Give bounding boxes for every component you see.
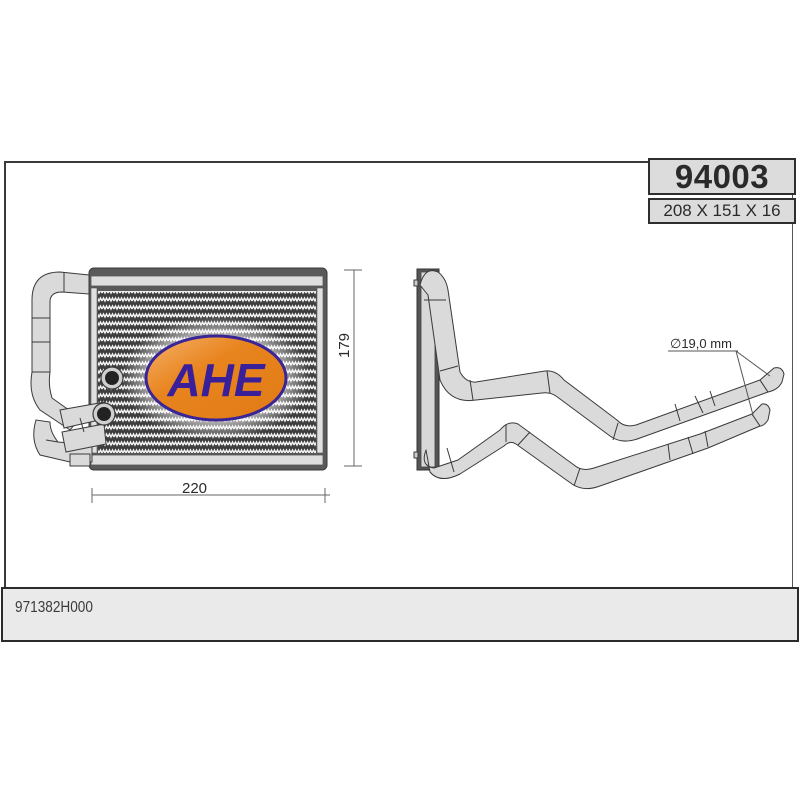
- pipe-outlets: [92, 366, 124, 426]
- core-dimensions-box: 208 X 151 X 16: [648, 198, 796, 224]
- pipe-diameter-label: ∅19,0 mm: [670, 336, 732, 351]
- width-dimension-label: 220: [182, 480, 208, 497]
- ahe-logo-text: AHE: [166, 354, 265, 406]
- diameter-leader: [668, 350, 771, 416]
- drawing-frame: [4, 161, 793, 588]
- side-view-pipes: [413, 270, 785, 490]
- dimension-lines: [91, 269, 362, 503]
- oem-reference: 971382H000: [15, 599, 93, 616]
- oem-reference-box: 971382H000: [1, 587, 799, 642]
- part-number: 94003: [674, 157, 770, 195]
- part-number-box: 94003: [648, 158, 796, 195]
- core-dimensions: 208 X 151 X 16: [663, 201, 781, 220]
- ahe-logo: AHE: [144, 334, 288, 422]
- height-dimension-label: 179: [336, 332, 353, 358]
- front-view-pipes: [30, 271, 109, 467]
